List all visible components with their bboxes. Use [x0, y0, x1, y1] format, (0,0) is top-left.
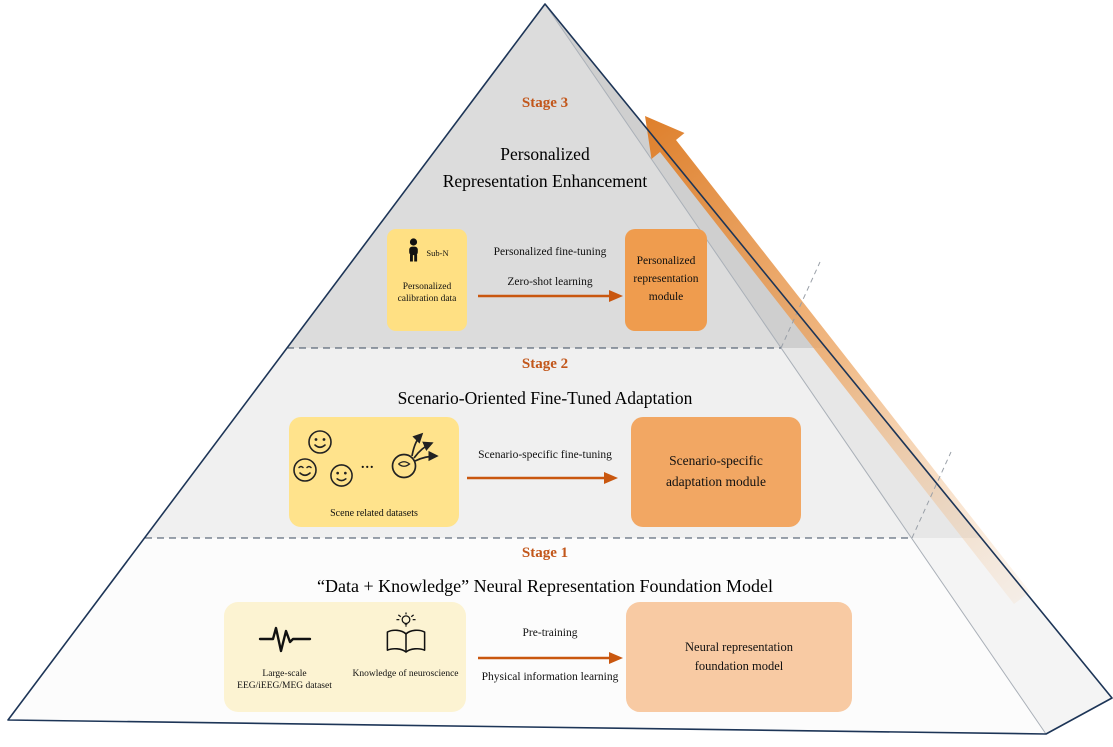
growth-arrow	[645, 116, 1030, 604]
smiley-face-icon	[292, 457, 318, 488]
stage1-right-arrow-icon	[477, 651, 623, 670]
stage2-output-text: Scenario-specific adaptation module	[665, 453, 767, 489]
stage3-arrow-label-1: Personalized fine-tuning	[493, 246, 607, 258]
stage1-output-text: Neural representation foundation model	[685, 639, 793, 673]
stage3-input-caption: Personalized calibration data	[397, 282, 457, 305]
stage1-dataset-item: Large-scale EEG/iEEG/MEG dataset	[224, 615, 345, 712]
ellipsis-text: ...	[361, 457, 375, 472]
pyramid-outline	[7, 3, 1113, 735]
stage1-input-box: Large-scale EEG/iEEG/MEG dataset	[224, 602, 466, 712]
stage3-subject-label: Sub-N	[426, 247, 449, 258]
stage1-arrow-label-top: Pre-training	[522, 627, 578, 639]
stage1-knowledge-item: Knowledge of neuroscience	[345, 612, 466, 712]
stage2-right-arrow-icon	[466, 471, 618, 490]
smiley-face-icon	[307, 429, 333, 460]
pyramid-front-right-edge	[544, 3, 1047, 735]
stage-divider-side-fold-bottom	[911, 451, 952, 539]
book-bulb-icon	[383, 612, 429, 659]
waveform-icon	[258, 624, 312, 659]
stage3-right-arrow-icon	[477, 289, 623, 308]
stage2-label: Stage 2	[521, 356, 569, 372]
decision-head-icon	[387, 425, 443, 486]
stage1-output-box: Neural representation foundation model	[626, 602, 852, 712]
stage1-input-caption-2: Knowledge of neuroscience	[352, 669, 459, 679]
stage-divider-side-fold-top	[780, 261, 821, 349]
stage2-input-box: ... Scene related datasets	[289, 417, 459, 527]
stage2-input-caption: Scene related datasets	[330, 508, 418, 519]
stage2-output-box: Scenario-specific adaptation module	[631, 417, 801, 527]
smiley-face-icon	[329, 463, 354, 493]
stage1-title: “Data + Knowledge” Neural Representation…	[316, 576, 774, 596]
stage3-output-text: Personalized representation module	[633, 255, 699, 303]
stage3-label: Stage 3	[521, 95, 569, 111]
stage2-arrow-label: Scenario-specific fine-tuning	[478, 449, 612, 461]
stage3-output-box: Personalized representation module	[625, 229, 707, 331]
stage3-title-line1: Personalized	[500, 144, 590, 164]
stage2-title: Scenario-Oriented Fine-Tuned Adaptation	[397, 388, 693, 408]
stage3-arrow-label-2: Zero-shot learning	[507, 276, 593, 288]
stage3-title-line2: Representation Enhancement	[442, 171, 648, 191]
stage3-input-box: Sub-N Personalized calibration data	[387, 229, 467, 331]
stage1-arrow-label-bottom: Physical information learning	[481, 671, 619, 683]
stage1-input-caption-1: Large-scale EEG/iEEG/MEG dataset	[237, 669, 332, 692]
stage3-title: Personalized Representation Enhancement	[395, 141, 695, 195]
stage1-label: Stage 1	[521, 545, 569, 561]
person-icon	[405, 238, 422, 267]
